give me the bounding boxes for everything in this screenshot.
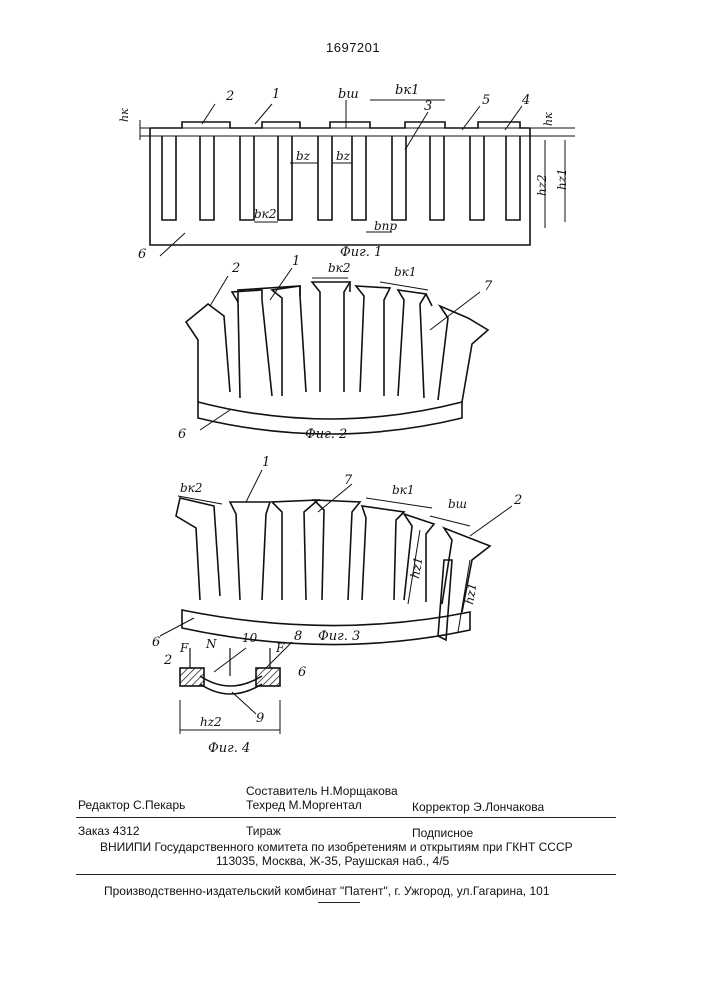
corrector-line: Корректор Э.Лончакова: [412, 800, 544, 814]
fig3-caption: Фиг. 3: [318, 629, 360, 644]
fig4-label-F-left: F: [179, 641, 189, 655]
fig1-label-bsh: bш: [338, 87, 359, 102]
fig1-label-bk2: bк2: [254, 207, 276, 221]
fig4-label-N: N: [205, 637, 217, 651]
fig1-tooth-comb: [150, 122, 530, 245]
fig2-caption: Фиг. 2: [305, 427, 347, 442]
fig4-label-10: 10: [242, 631, 258, 645]
fig1-label-bz-1: bz: [296, 149, 311, 163]
fig3-label-7: 7: [344, 473, 353, 488]
fig1-label-hz1: hz1: [555, 168, 569, 190]
fig1-label-hk-right: hк: [542, 112, 555, 126]
fig3-label-2: 2: [513, 493, 522, 508]
fig1-label-3: 3: [424, 99, 432, 114]
fig4-label-9: 9: [256, 711, 264, 726]
fig2-label-7: 7: [484, 279, 493, 294]
fig4-label-8: 8: [294, 629, 302, 644]
fig3-label-1: 1: [262, 455, 270, 470]
fig4-bent-tooth: [200, 676, 262, 694]
fig2-label-1: 1: [292, 254, 300, 269]
techred-line: Техред М.Моргентал: [246, 798, 362, 812]
fig2-label-bk1: bк1: [394, 265, 416, 279]
drawings-canvas: 2 1 hк bш bк1 3 5 4 hк bz bz hz2 hz1 bк2…: [0, 0, 707, 770]
fig1-label-bk1: bк1: [395, 83, 419, 98]
fig1-label-2: 2: [225, 89, 234, 104]
fig2-label-6: 6: [178, 427, 186, 442]
fig2-teeth: [186, 282, 488, 402]
fig1-label-bpr: bпр: [374, 219, 397, 233]
figure-1: 2 1 hк bш bк1 3 5 4 hк bz bz hz2 hz1 bк2…: [118, 83, 575, 262]
fig4-label-2: 2: [163, 653, 172, 668]
fig2-label-bk2: bк2: [328, 261, 350, 275]
fig1-label-hz2: hz2: [535, 174, 549, 196]
fig3-label-bk2: bк2: [180, 481, 202, 495]
fig4-caption: Фиг. 4: [208, 741, 250, 756]
fig4-label-6: 6: [298, 665, 306, 680]
fig3-teeth: [176, 498, 490, 612]
colophon-divider-top: [76, 817, 616, 818]
fig3-label-bsh: bш: [448, 497, 467, 511]
fig1-label-bz-2: bz: [336, 149, 351, 163]
figure-3: bк2 1 7 bк1 bш 2 hz1 hz1 6 Фиг. 3: [152, 455, 522, 650]
institute-line: ВНИИПИ Государственного комитета по изоб…: [100, 840, 573, 854]
fig1-label-6: 6: [138, 247, 146, 262]
fig2-label-2: 2: [231, 261, 240, 276]
colophon-divider-bottom: [76, 874, 616, 875]
subscription-line: Подписное: [412, 826, 473, 840]
fig3-label-hz1-b: hz1: [462, 582, 480, 606]
circulation-line: Тираж: [246, 824, 281, 838]
fig1-label-5: 5: [482, 93, 490, 108]
fig3-label-hz1-a: hz1: [408, 556, 426, 580]
fig4-label-hz2: hz2: [200, 715, 222, 729]
fig1-label-hk-left: hк: [118, 108, 131, 122]
fig1-label-4: 4: [521, 93, 530, 108]
fig1-caption: Фиг. 1: [340, 245, 382, 260]
address-line: 113035, Москва, Ж-35, Раушская наб., 4/5: [216, 854, 449, 868]
figure-2: 2 1 bк2 bк1 7 6 Фиг. 2: [178, 254, 493, 442]
editor-line: Редактор С.Пекарь: [78, 798, 185, 812]
figure-4: 2 F N 10 F 8 6 9 hz2 Фиг. 4: [163, 629, 306, 756]
compiler-line: Составитель Н.Морщакова: [246, 784, 398, 798]
publisher-line: Производственно-издательский комбинат "П…: [104, 884, 550, 898]
fig1-label-1: 1: [272, 87, 280, 102]
fig3-label-6: 6: [152, 635, 160, 650]
fig4-label-F-right: F: [275, 641, 285, 655]
fig3-tooth-2-detached: [438, 560, 452, 640]
page-end-rule: [318, 902, 360, 903]
fig3-label-bk1: bк1: [392, 483, 414, 497]
order-line: Заказ 4312: [78, 824, 140, 838]
